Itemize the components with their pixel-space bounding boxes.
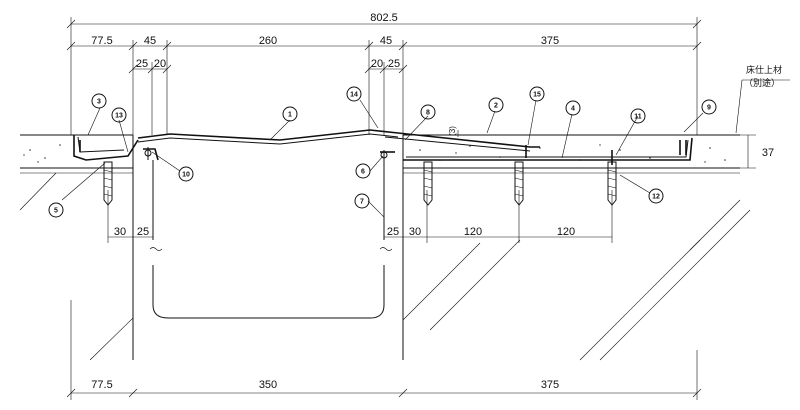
dim-height-37: 37 bbox=[762, 147, 774, 159]
dim-top-45-right: 45 bbox=[380, 35, 392, 47]
dim-top-left: 77.5 bbox=[91, 35, 112, 47]
dimension-lines bbox=[66, 17, 790, 400]
svg-text:12: 12 bbox=[652, 194, 660, 201]
callout-9: 9 bbox=[701, 99, 717, 115]
dim-top-45-left: 45 bbox=[144, 35, 156, 47]
joint-cover-assembly bbox=[73, 129, 693, 319]
callout-6: 6 bbox=[355, 163, 371, 179]
dim-mid-30-right: 30 bbox=[409, 226, 421, 238]
svg-text:1: 1 bbox=[288, 112, 292, 119]
dim-mid-25-right: 25 bbox=[387, 226, 399, 238]
dim-small-20-right: 20 bbox=[371, 58, 383, 70]
callout-10: 10 bbox=[178, 166, 194, 182]
svg-text:7: 7 bbox=[360, 199, 364, 206]
svg-text:6: 6 bbox=[361, 169, 365, 176]
callout-14: 14 bbox=[346, 86, 362, 102]
svg-text:15: 15 bbox=[533, 92, 541, 99]
dim-overall: 802.5 bbox=[370, 12, 398, 24]
callout-4: 4 bbox=[565, 100, 581, 116]
callout-2: 2 bbox=[488, 97, 504, 113]
svg-text:2: 2 bbox=[494, 103, 498, 110]
dim-bottom-left: 77.5 bbox=[91, 379, 112, 391]
floor-finish-note: 床仕上材 （別途） bbox=[744, 64, 782, 88]
note-line1: 床仕上材 bbox=[746, 64, 782, 75]
callout-13: 13 bbox=[111, 107, 127, 123]
dim-small-25-right: 25 bbox=[388, 58, 400, 70]
callout-5: 5 bbox=[48, 202, 64, 218]
slab-structure bbox=[19, 134, 751, 361]
svg-text:9: 9 bbox=[707, 105, 711, 112]
dim-small-25-left: 25 bbox=[136, 58, 148, 70]
dim-mid-120-b: 120 bbox=[557, 226, 575, 238]
dim-gap-3: (3) bbox=[448, 126, 457, 136]
dimension-labels: 802.5 77.5 45 260 45 375 25 20 20 25 (3)… bbox=[91, 12, 774, 391]
dim-top-375: 375 bbox=[541, 35, 559, 47]
svg-text:14: 14 bbox=[350, 92, 358, 99]
dim-top-260: 260 bbox=[259, 35, 277, 47]
callout-11: 11 bbox=[630, 108, 646, 124]
callouts: 1 2 3 4 5 6 7 8 9 10 11 12 13 14 15 bbox=[48, 86, 717, 218]
dim-mid-120-a: 120 bbox=[464, 226, 482, 238]
callout-1: 1 bbox=[282, 106, 298, 122]
svg-text:4: 4 bbox=[571, 106, 575, 113]
svg-text:11: 11 bbox=[634, 114, 642, 121]
dim-mid-25-left: 25 bbox=[137, 226, 149, 238]
callout-3: 3 bbox=[91, 93, 107, 109]
callout-7: 7 bbox=[354, 193, 370, 209]
svg-text:3: 3 bbox=[97, 99, 101, 106]
svg-text:13: 13 bbox=[115, 113, 123, 120]
dim-bottom-375: 375 bbox=[541, 379, 559, 391]
callout-12: 12 bbox=[648, 188, 664, 204]
callout-leaders bbox=[61, 99, 704, 218]
svg-text:5: 5 bbox=[54, 208, 58, 215]
svg-text:10: 10 bbox=[182, 172, 190, 179]
dim-small-20-left: 20 bbox=[154, 58, 166, 70]
callout-15: 15 bbox=[529, 86, 545, 102]
note-line2: （別途） bbox=[744, 77, 780, 88]
dim-mid-30-left: 30 bbox=[114, 226, 126, 238]
callout-8: 8 bbox=[420, 104, 436, 120]
svg-text:8: 8 bbox=[426, 110, 430, 117]
dim-bottom-350: 350 bbox=[259, 379, 277, 391]
